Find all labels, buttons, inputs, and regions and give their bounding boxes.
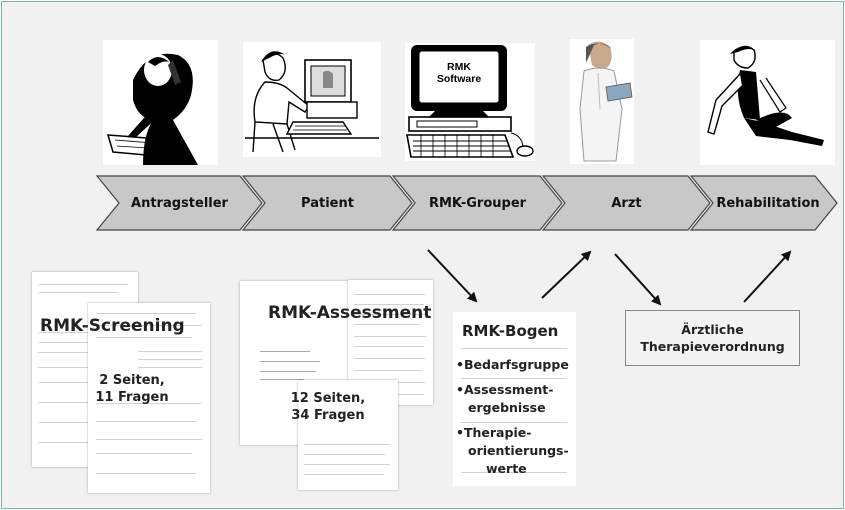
stage-label-rehabilitation: Rehabilitation bbox=[716, 195, 820, 211]
assessment-questions: 34 Fragen bbox=[291, 408, 365, 423]
stage-label-arzt: Arzt bbox=[611, 195, 642, 211]
bogen-document bbox=[453, 312, 576, 486]
process-chevrons bbox=[95, 175, 838, 231]
screening-questions: 11 Fragen bbox=[95, 390, 169, 405]
screening-title: RMK-Screening bbox=[40, 316, 185, 336]
stage-label-patient: Patient bbox=[301, 195, 354, 211]
bogen-item-bedarfsgruppe: •Bedarfsgruppe bbox=[456, 357, 569, 372]
screening-info: 2 Seiten, 11 Fragen bbox=[72, 372, 192, 406]
doctor-icon bbox=[570, 39, 634, 164]
bogen-item-werte: werte bbox=[486, 461, 527, 476]
assessment-pages: 12 Seiten, bbox=[290, 391, 366, 406]
arrow-arzt-to-therapy bbox=[614, 253, 662, 306]
therapy-box-line1: Ärztliche bbox=[681, 322, 744, 337]
bogen-item-ergebnisse: ergebnisse bbox=[468, 400, 546, 415]
chevron-patient bbox=[241, 175, 413, 231]
chevron-rehabilitation bbox=[689, 175, 838, 231]
rmk-computer-icon: RMK Software bbox=[405, 43, 535, 161]
bogen-title: RMK-Bogen bbox=[462, 322, 559, 340]
monitor-text-rmk: RMK bbox=[447, 61, 471, 73]
assessment-title: RMK-Assessment bbox=[268, 303, 432, 323]
person-phone-icon bbox=[103, 40, 218, 165]
screening-document-front bbox=[88, 303, 210, 493]
therapy-box: Ärztliche Therapieverordnung bbox=[625, 310, 800, 366]
bogen-item-therapie: •Therapie- bbox=[456, 425, 532, 440]
monitor-text-software: Software bbox=[436, 73, 482, 85]
assessment-info: 12 Seiten, 34 Fragen bbox=[280, 390, 376, 424]
screening-pages: 2 Seiten, bbox=[99, 373, 165, 388]
arrow-bogen-to-arzt bbox=[541, 250, 592, 299]
arrow-grouper-to-bogen bbox=[427, 249, 478, 303]
stage-label-rmk-grouper: RMK-Grouper bbox=[428, 195, 527, 211]
therapy-box-line2: Therapieverordnung bbox=[640, 339, 785, 354]
chevron-antragsteller bbox=[95, 175, 263, 231]
bogen-items: •Bedarfsgruppe •Assessment- ergebnisse •… bbox=[456, 356, 578, 478]
chevron-rmk-grouper bbox=[391, 175, 563, 231]
person-computer-icon bbox=[243, 42, 381, 157]
assessment-document-front bbox=[298, 380, 398, 490]
bogen-item-assessment: •Assessment- bbox=[456, 382, 554, 397]
rehabilitation-icon bbox=[700, 40, 835, 165]
chevron-arzt bbox=[541, 175, 711, 231]
arrow-therapy-to-rehabilitation bbox=[743, 250, 792, 303]
bogen-item-orientierungs: orientierungs- bbox=[468, 443, 569, 458]
stage-label-antragsteller: Antragsteller bbox=[131, 195, 228, 211]
